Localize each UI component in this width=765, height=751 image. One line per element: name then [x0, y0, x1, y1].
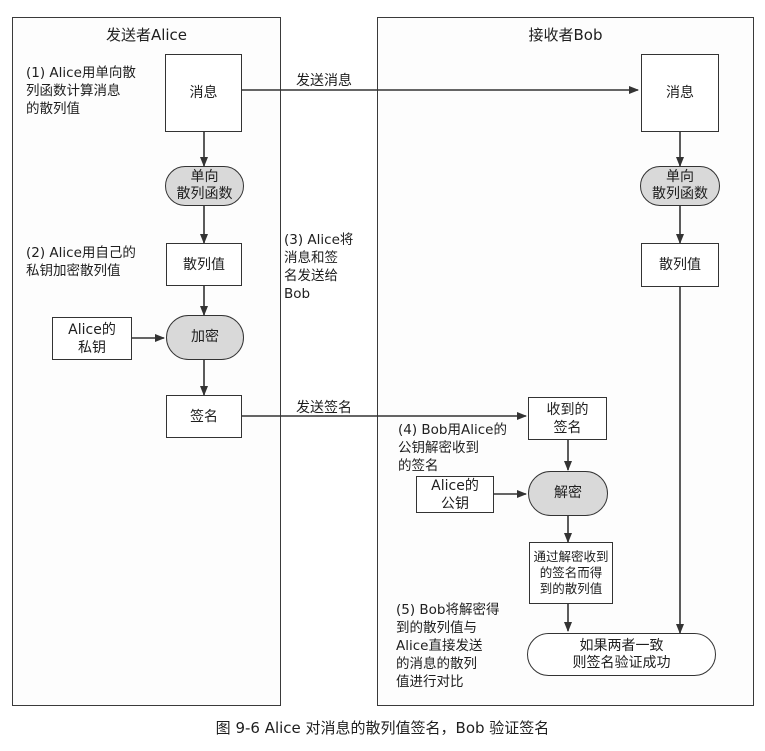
sender-message-label: 消息 — [189, 85, 218, 101]
private-key-box: Alice的 私钥 — [52, 317, 132, 360]
send-message-label: 发送消息 — [296, 73, 352, 89]
step5-note: (5) Bob将解密得 到的散列值与 Alice直接发送 的消息的散列 值进行对… — [396, 602, 500, 690]
sender-message-box: 消息 — [165, 54, 242, 132]
sender-hash-value-box: 散列值 — [166, 243, 242, 286]
public-key-label: Alice的 公钥 — [431, 477, 479, 512]
signature-box: 签名 — [166, 395, 242, 438]
encrypt-label: 加密 — [191, 329, 219, 345]
encrypt-node: 加密 — [166, 315, 244, 360]
receiver-message-box: 消息 — [641, 54, 719, 132]
figure-caption: 图 9-6 Alice 对消息的散列值签名，Bob 验证签名 — [215, 719, 550, 737]
private-key-label: Alice的 私钥 — [68, 321, 116, 356]
receiver-hash-function: 单向 散列函数 — [640, 166, 720, 206]
step1-note: (1) Alice用单向散 列函数计算消息 的散列值 — [26, 65, 136, 117]
verification-result-label: 如果两者一致 则签名验证成功 — [572, 637, 671, 671]
sender-title: 发送者Alice — [105, 26, 188, 44]
receiver-title: 接收者Bob — [528, 26, 603, 44]
step3-note: (3) Alice将 消息和签 名发送给 Bob — [284, 232, 354, 302]
verification-result: 如果两者一致 则签名验证成功 — [527, 633, 716, 676]
public-key-box: Alice的 公钥 — [416, 476, 494, 513]
decrypted-hash-box: 通过解密收到 的签名而得 到的散列值 — [529, 542, 613, 604]
sender-hash-function-label: 单向 散列函数 — [176, 169, 233, 202]
received-signature-label: 收到的 签名 — [546, 401, 589, 436]
receiver-message-label: 消息 — [666, 85, 694, 101]
signature-label: 签名 — [190, 408, 218, 425]
receiver-hash-value-label: 散列值 — [659, 257, 701, 273]
receiver-hash-function-label: 单向 散列函数 — [652, 169, 708, 202]
sender-hash-value-label: 散列值 — [183, 256, 225, 273]
decrypt-node: 解密 — [528, 471, 608, 516]
received-signature-box: 收到的 签名 — [528, 397, 607, 440]
sender-hash-function: 单向 散列函数 — [165, 166, 244, 206]
decrypted-hash-label: 通过解密收到 的签名而得 到的散列值 — [533, 549, 609, 596]
step4-note: (4) Bob用Alice的 公钥解密收到 的签名 — [398, 422, 507, 474]
decrypt-label: 解密 — [554, 485, 582, 501]
receiver-hash-value-box: 散列值 — [641, 243, 719, 287]
send-signature-label: 发送签名 — [296, 400, 352, 416]
step2-note: (2) Alice用自己的 私钥加密散列值 — [26, 245, 136, 279]
